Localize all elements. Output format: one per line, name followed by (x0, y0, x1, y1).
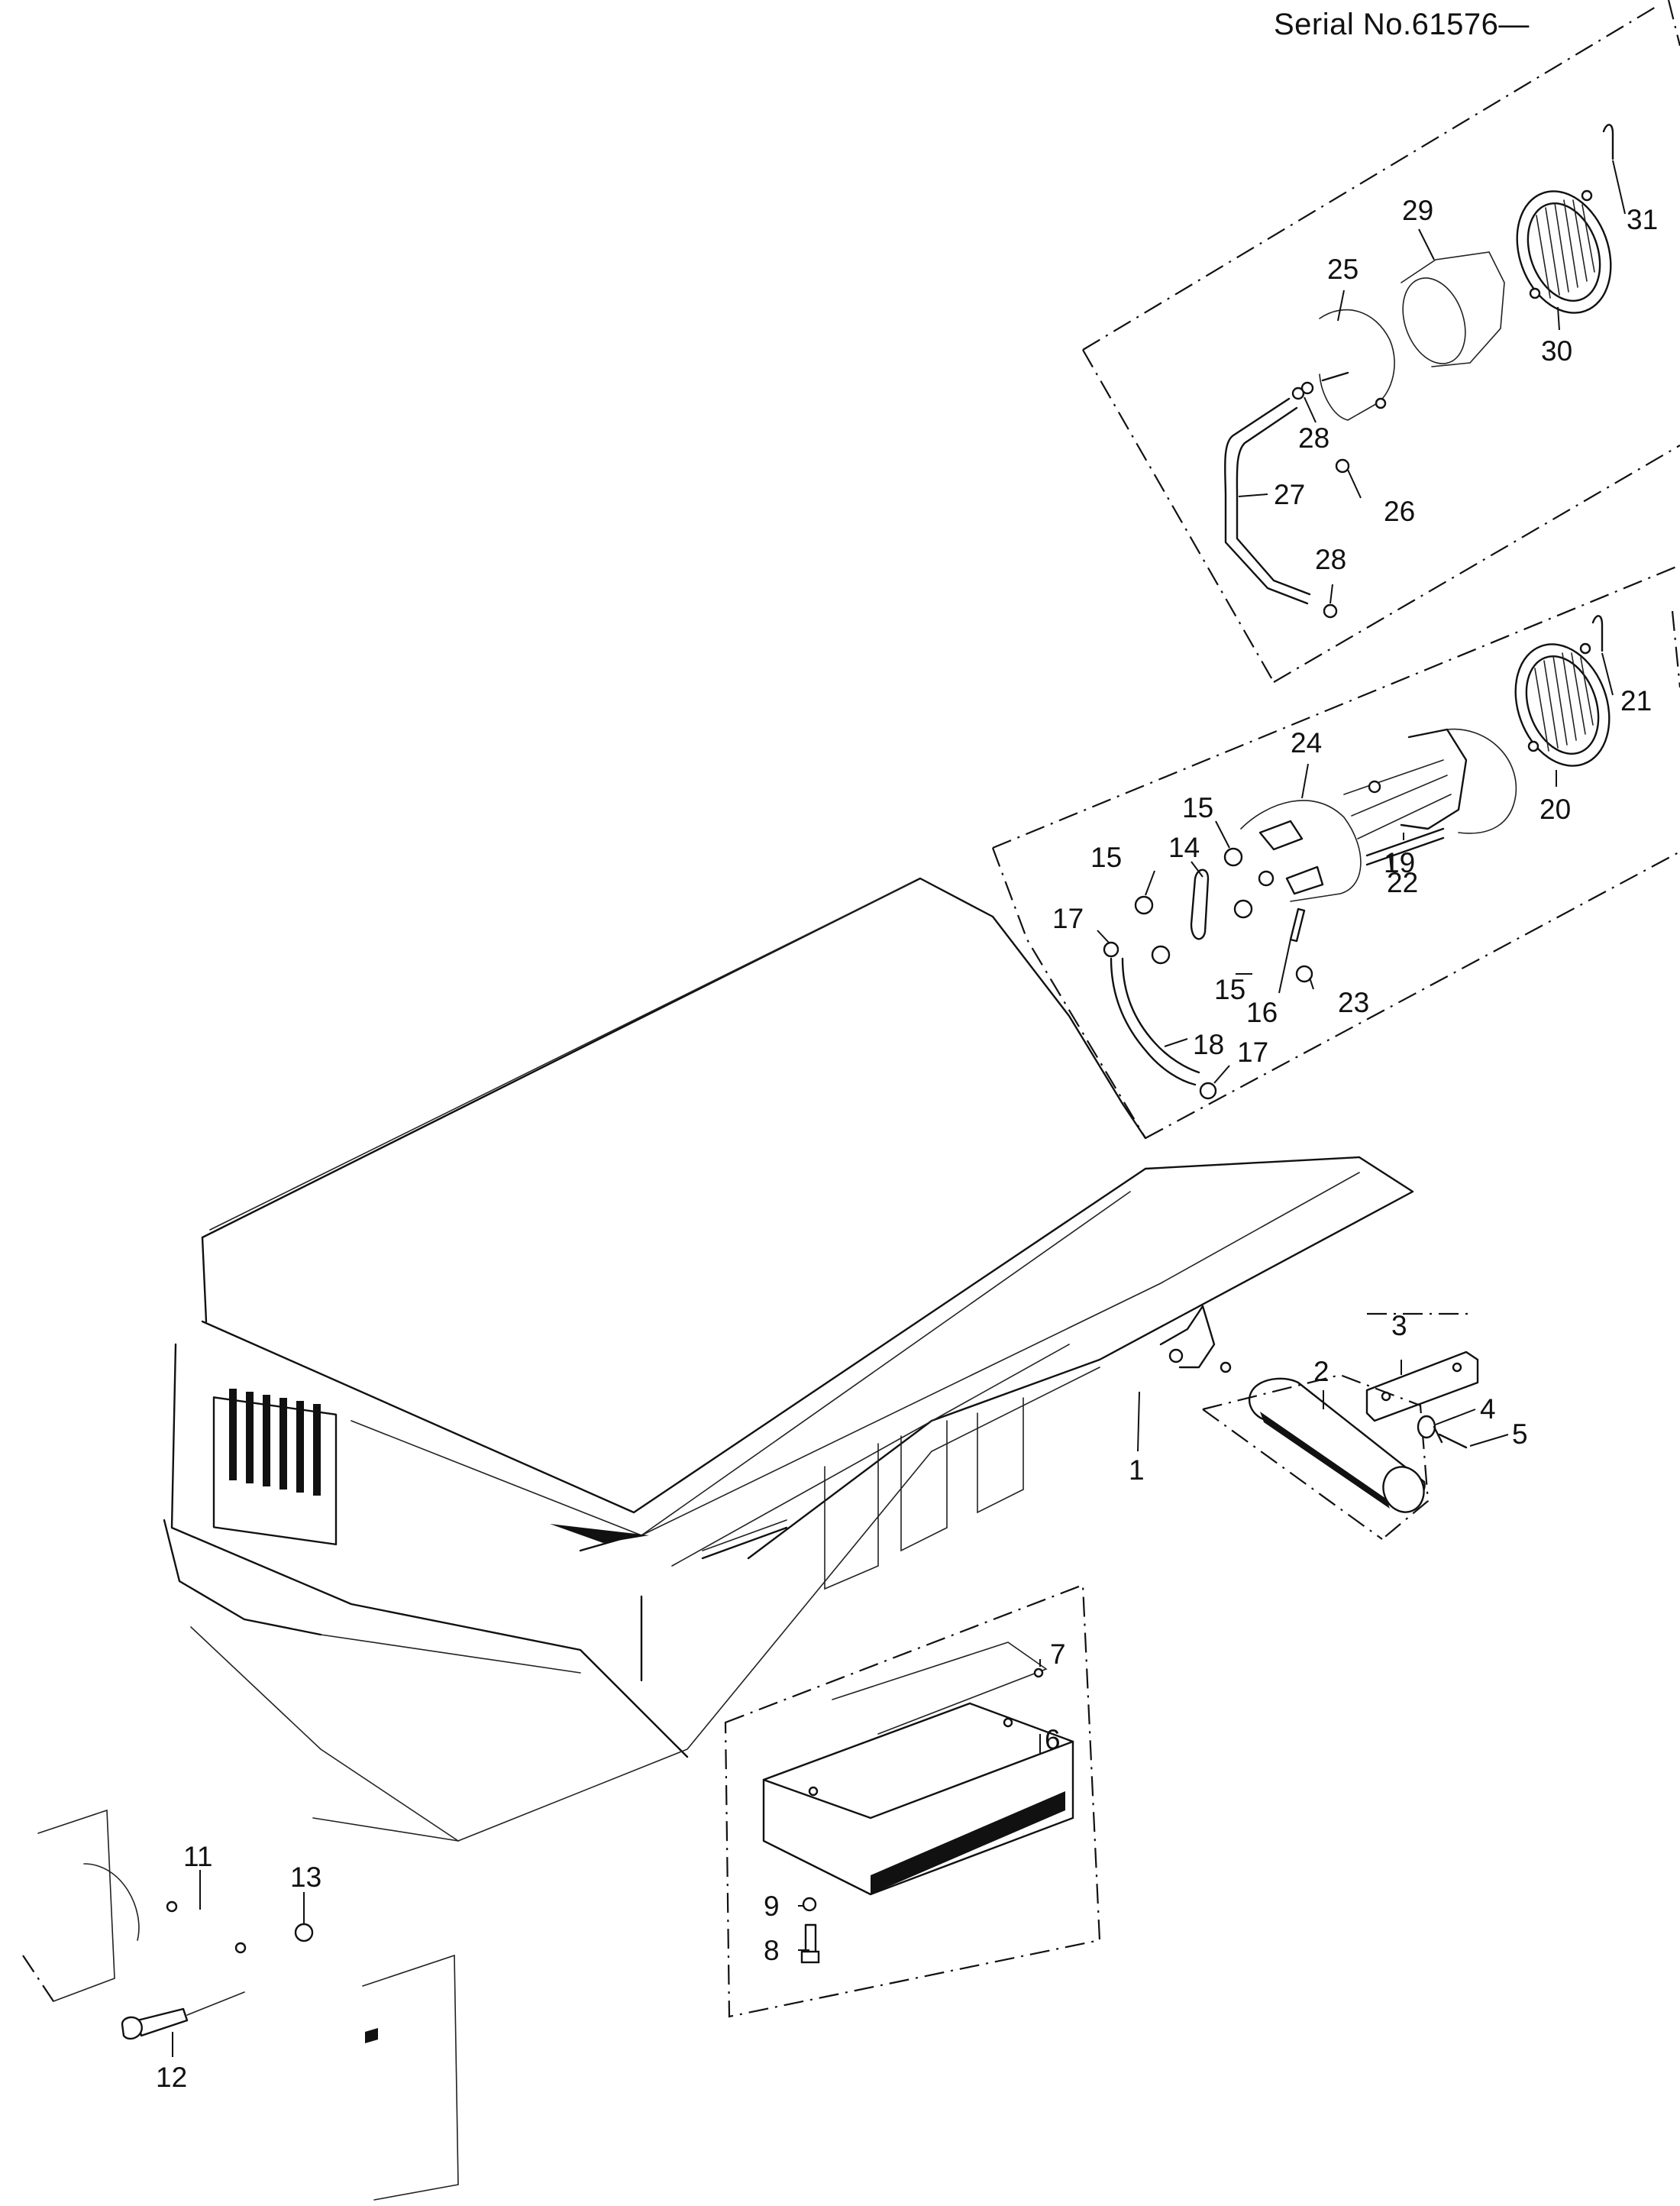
part-label-28b: 28 (1315, 544, 1346, 575)
part-label-21: 21 (1620, 685, 1652, 716)
part-label-25: 25 (1327, 254, 1359, 285)
part-20-cover (1514, 642, 1611, 767)
part-16-pin (1289, 907, 1306, 943)
part-30-cover (1516, 189, 1612, 314)
front-grille (212, 1389, 338, 1546)
part-25-plate (1300, 309, 1395, 421)
part-label-17b: 17 (1237, 1037, 1268, 1068)
part-28-clamp-top (1291, 387, 1305, 400)
lower-inset-panel (724, 1583, 1101, 2018)
part-7-cover-plate (832, 1642, 1048, 1735)
part-12-pin (121, 1991, 245, 2040)
part-14-bracket (1190, 868, 1210, 940)
part-label-2: 2 (1313, 1356, 1329, 1387)
part-17-clamp-top (1103, 941, 1119, 958)
part-label-28a: 28 (1298, 422, 1329, 454)
part-label-14: 14 (1168, 832, 1200, 863)
part-label-26: 26 (1384, 496, 1415, 527)
part-label-9: 9 (764, 1891, 780, 1922)
part-19-blower (1343, 728, 1517, 839)
part-23-nut (1295, 965, 1313, 983)
upper-inset-panel (1082, 0, 1680, 683)
part-26-fitting (1335, 458, 1350, 474)
part-label-15c: 15 (1214, 974, 1245, 1005)
leader-lines (172, 160, 1626, 2057)
part-label-24: 24 (1291, 727, 1322, 759)
part-3-bracket (1365, 1312, 1479, 1422)
part-label-18: 18 (1193, 1029, 1224, 1060)
part-5-bolt (1433, 1425, 1468, 1449)
part-label-6: 6 (1045, 1724, 1061, 1755)
body-side-panels (702, 1397, 1024, 1590)
part-label-23: 23 (1338, 987, 1369, 1018)
part-labels: 1 2 3 4 5 6 7 8 9 11 12 13 14 15 15 15 1… (156, 195, 1658, 2093)
part-6-bracket (762, 1702, 1074, 1896)
part-13-nut (294, 1923, 314, 1942)
part-label-1: 1 (1129, 1454, 1145, 1486)
part-label-19: 19 (1384, 847, 1415, 878)
part-21-clip (1591, 615, 1604, 652)
part-label-7: 7 (1050, 1638, 1066, 1670)
part-label-16: 16 (1246, 997, 1278, 1028)
part-label-3: 3 (1391, 1310, 1407, 1341)
part-label-13: 13 (290, 1862, 321, 1893)
part-2-roller (1202, 1373, 1430, 1540)
part-31-clip (1602, 124, 1614, 160)
part-24-housing (1240, 800, 1362, 902)
part-22-rods (1365, 827, 1445, 866)
part-label-30: 30 (1541, 335, 1572, 367)
part-9-washer (802, 1897, 817, 1912)
part-11-hub (22, 1809, 247, 2002)
part-label-22: 22 (1387, 867, 1418, 898)
part-label-15b: 15 (1182, 792, 1213, 823)
middle-inset-panel (991, 564, 1680, 1139)
part-label-15a: 15 (1090, 842, 1122, 873)
part-18-hose (1110, 957, 1200, 1086)
part-28-clamp-bottom (1323, 603, 1338, 619)
part-label-4: 4 (1480, 1393, 1496, 1425)
part-label-27: 27 (1274, 479, 1305, 510)
rear-block (362, 1954, 459, 2201)
part-label-12: 12 (156, 2062, 187, 2093)
part-label-29: 29 (1402, 195, 1433, 226)
part-4-washer (1417, 1415, 1436, 1439)
part-1-main-body (163, 877, 1414, 1842)
part-17-clamp-bottom (1199, 1082, 1217, 1100)
part-label-11: 11 (183, 1841, 212, 1872)
serial-number: Serial No.61576— (1274, 8, 1530, 41)
part-label-5: 5 (1512, 1418, 1528, 1450)
part-label-17a: 17 (1052, 903, 1084, 934)
part-label-20: 20 (1539, 794, 1571, 825)
part-27-hose (1224, 397, 1311, 605)
part-29-filter (1401, 251, 1505, 367)
part-label-31: 31 (1627, 204, 1658, 235)
part-label-8: 8 (764, 1935, 780, 1966)
part-15-nuts (1134, 847, 1275, 965)
part-8-bolt (800, 1923, 820, 1964)
